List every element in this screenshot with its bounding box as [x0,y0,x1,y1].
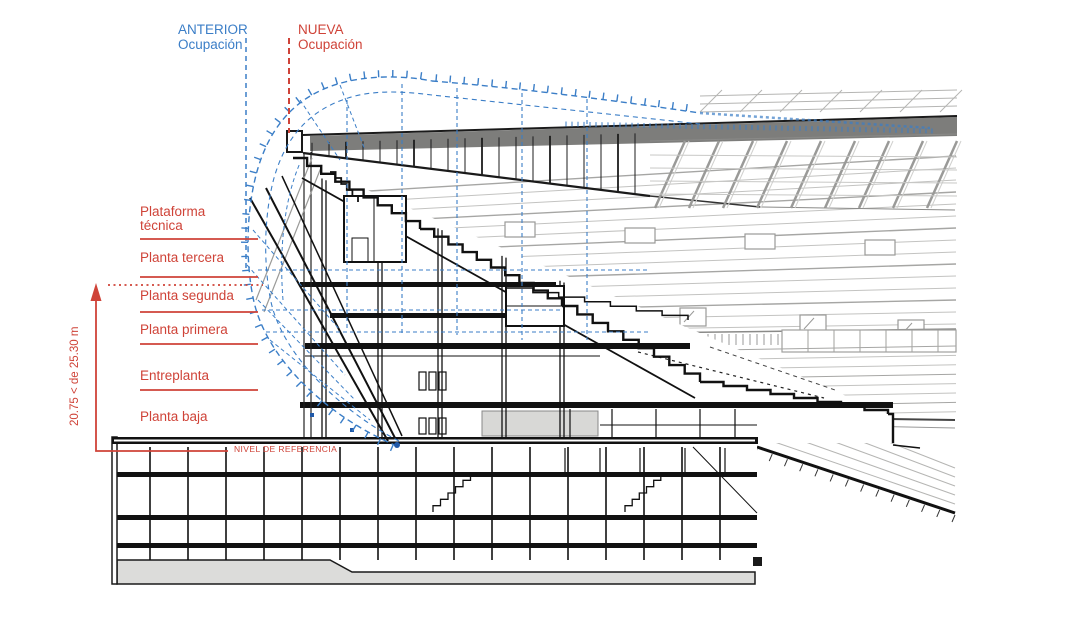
label-entreplanta: Entreplanta [140,368,210,383]
label-plataforma-tecnica: Plataforma técnica [140,204,206,233]
label-planta-primera: Planta primera [140,322,228,337]
building-section [111,152,921,585]
annotation-lines [90,38,290,452]
previous-envelope-overlay [241,69,936,452]
label-planta-baja: Planta baja [140,409,208,424]
label-nivel-referencia: NIVEL DE REFERENCIA [234,444,338,454]
roof-structure [286,89,963,211]
label-planta-tercera: Planta tercera [140,250,225,265]
label-planta-segunda: Planta segunda [140,288,234,303]
label-dimension-height: 20.75 < de 25.30 m [69,326,81,426]
